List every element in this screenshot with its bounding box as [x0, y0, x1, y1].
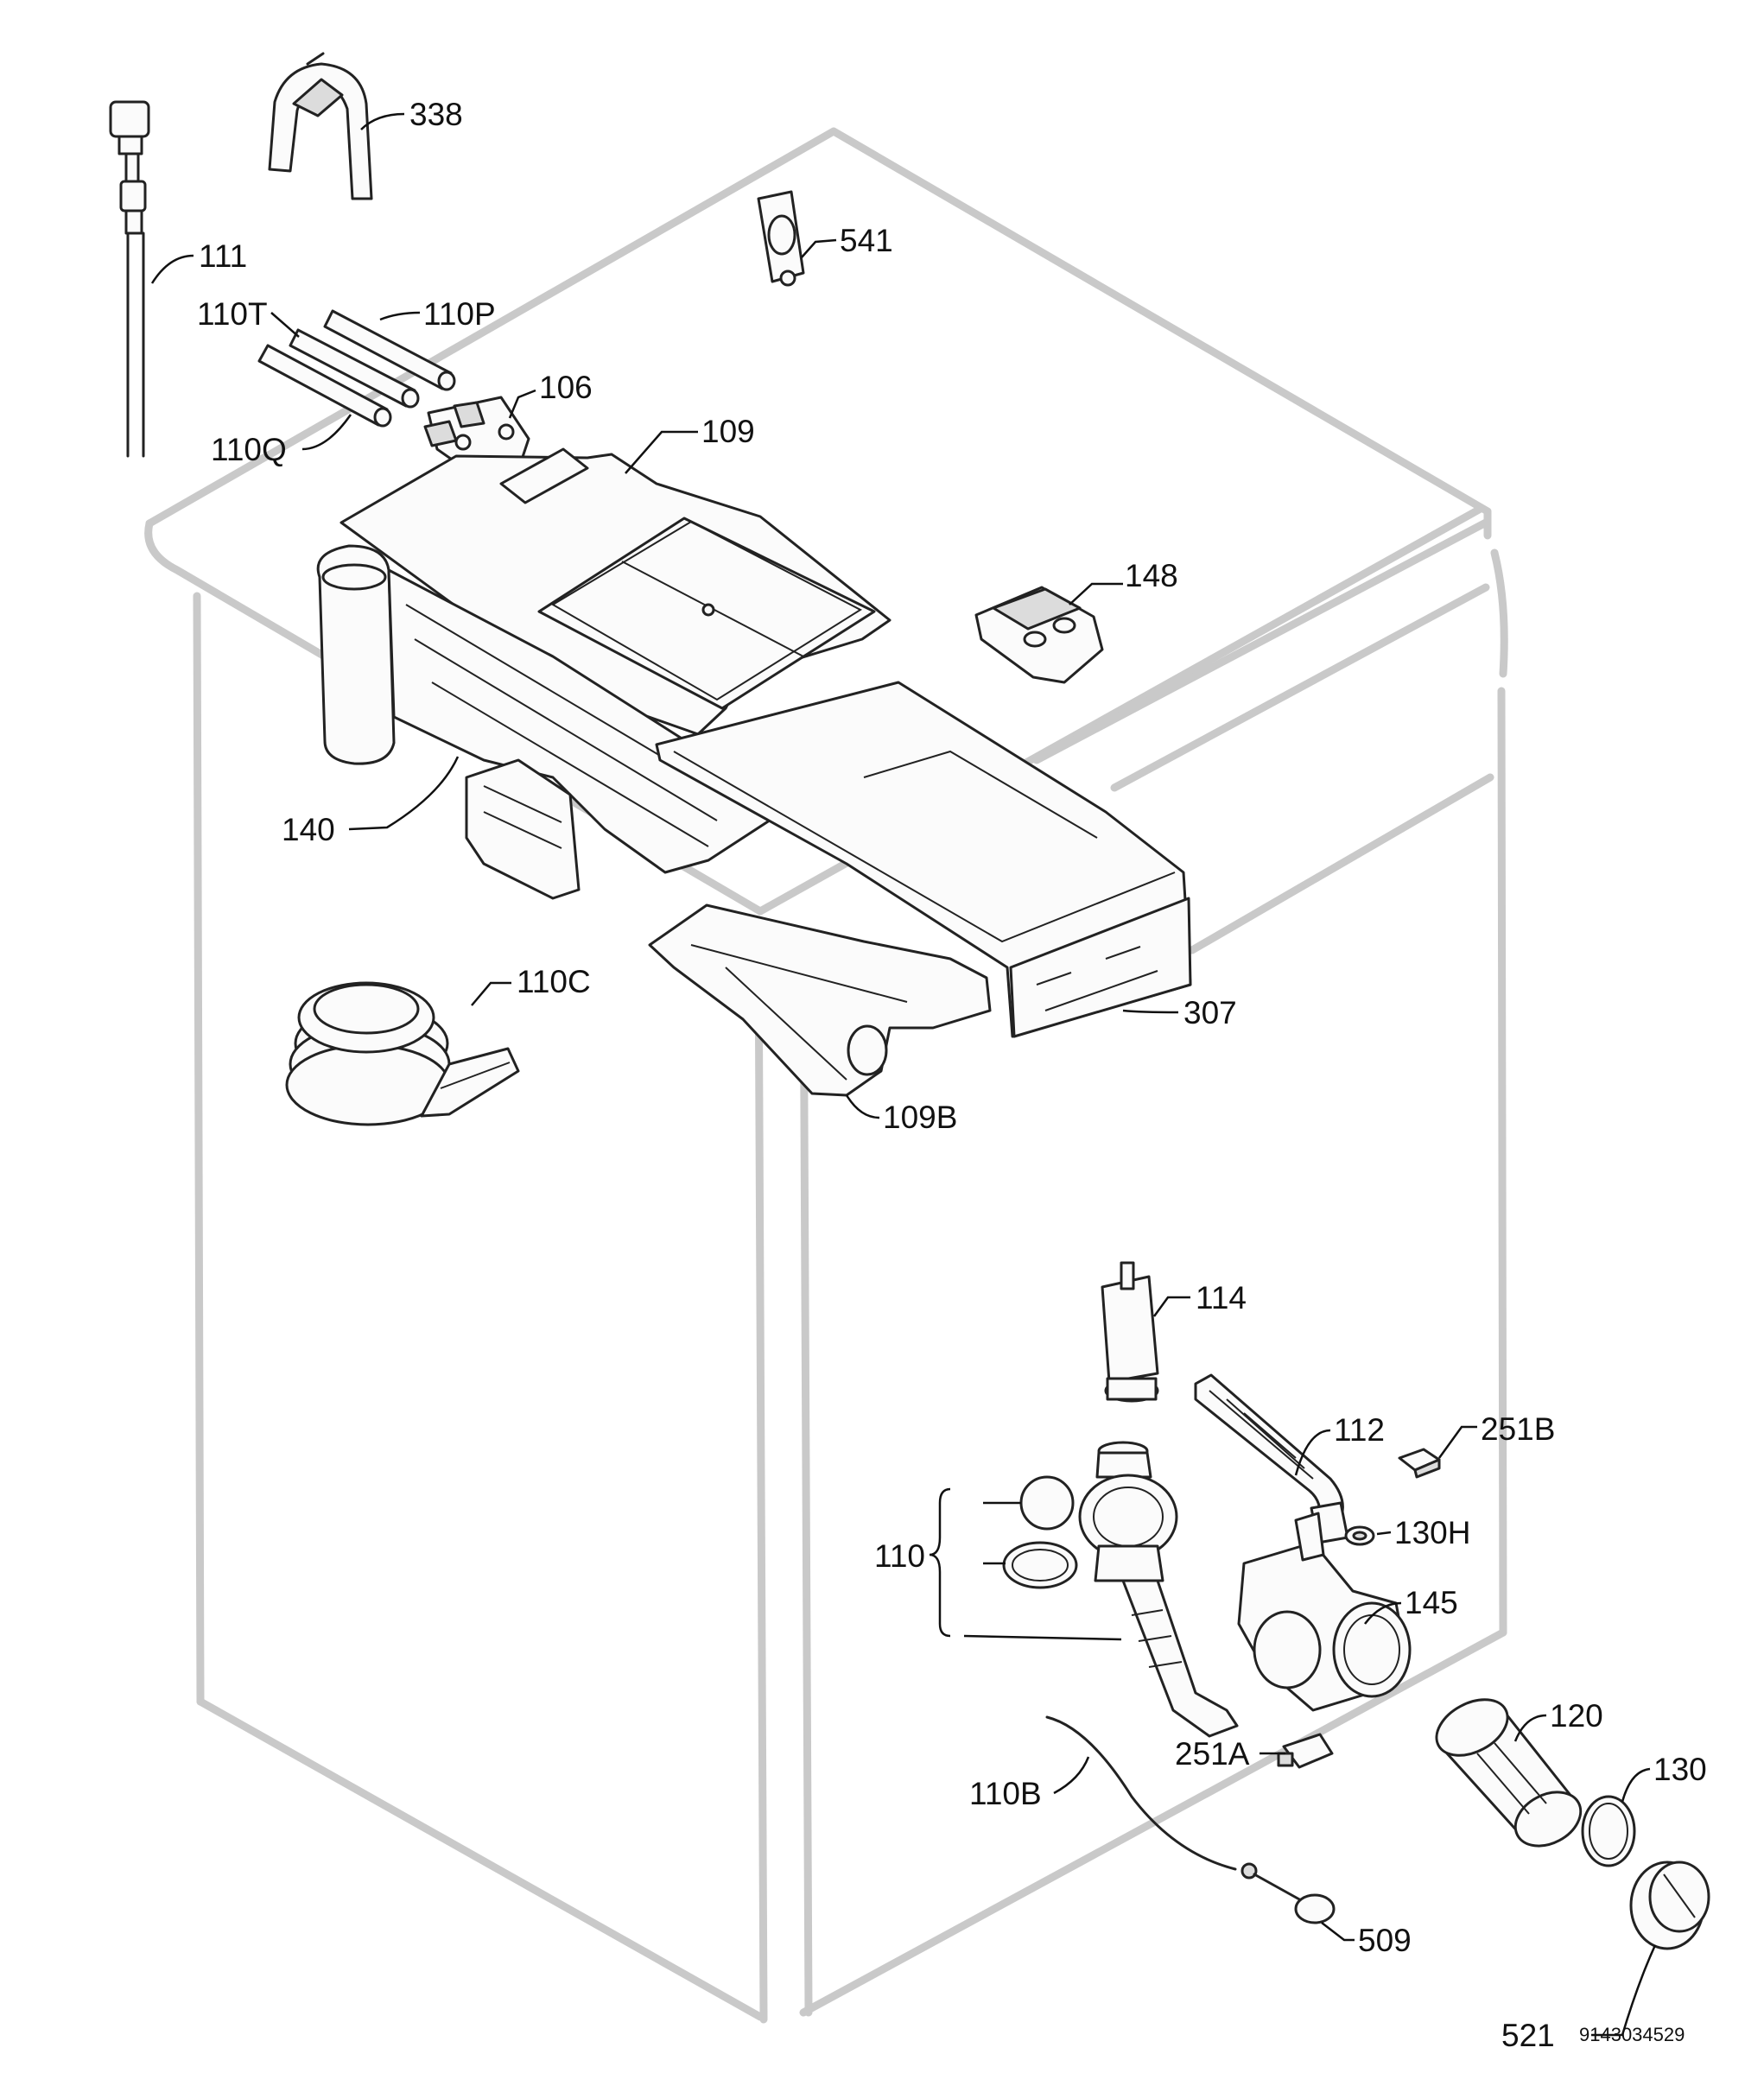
callout-509: 509: [1358, 1923, 1412, 1958]
leader-lines: [150, 112, 1657, 2037]
callout-109B: 109B: [883, 1100, 957, 1135]
callout-111: 111: [199, 238, 247, 274]
filter-cap-521: [1629, 1861, 1710, 1950]
callout-110Q: 110Q: [211, 432, 287, 467]
wire-110B: [1045, 1715, 1237, 1871]
callout-251B: 251B: [1481, 1411, 1555, 1447]
tubes-110: [257, 309, 456, 428]
callout-114: 114: [1196, 1280, 1247, 1315]
callout-521: 521: [1501, 2018, 1555, 2053]
callout-251A: 251A: [1175, 1736, 1250, 1772]
callout-338: 338: [409, 97, 463, 132]
o-ring-130: [1581, 1795, 1636, 1867]
callout-110B: 110B: [969, 1776, 1042, 1811]
callout-110T: 110T: [197, 296, 268, 332]
diagram-code: 9143034529: [1579, 2024, 1685, 2045]
ring-130H: [1344, 1525, 1375, 1546]
callout-541: 541: [840, 223, 893, 258]
callout-110P: 110P: [423, 296, 496, 332]
drawer-307: [655, 681, 1192, 1038]
sump-assembly-110: [1002, 1441, 1239, 1738]
bellows-110C: [285, 981, 520, 1126]
callout-110C: 110C: [517, 964, 591, 999]
callout-145: 145: [1405, 1585, 1458, 1620]
callout-110: 110: [874, 1538, 925, 1574]
callout-130H: 130H: [1394, 1515, 1470, 1550]
callout-112: 112: [1334, 1412, 1385, 1448]
dispenser-housing-109: [339, 447, 892, 736]
lower-channel-109B: [648, 903, 992, 1097]
clip-251B: [1398, 1448, 1441, 1479]
inlet-hose-111: [109, 100, 150, 458]
callout-labels: 338 111 110T 110P 106 110Q 109 541 148 1…: [197, 97, 1707, 2053]
hose-112: [1194, 1373, 1349, 1544]
clip-251A: [1277, 1733, 1334, 1769]
plug-509: [1241, 1862, 1336, 1924]
filter-120: [1435, 1698, 1583, 1848]
callout-148: 148: [1125, 558, 1178, 593]
bracket-541: [757, 190, 805, 287]
callout-109: 109: [701, 414, 755, 449]
callout-106: 106: [539, 370, 593, 405]
callout-130: 130: [1653, 1752, 1707, 1787]
callout-140: 140: [282, 812, 335, 847]
hose-hook-338: [268, 52, 373, 200]
callout-120: 120: [1550, 1698, 1603, 1734]
pressure-chamber-114: [1101, 1261, 1159, 1403]
clip-148: [974, 586, 1104, 684]
pump-housing-145: [1237, 1512, 1412, 1712]
callout-307: 307: [1183, 995, 1237, 1030]
